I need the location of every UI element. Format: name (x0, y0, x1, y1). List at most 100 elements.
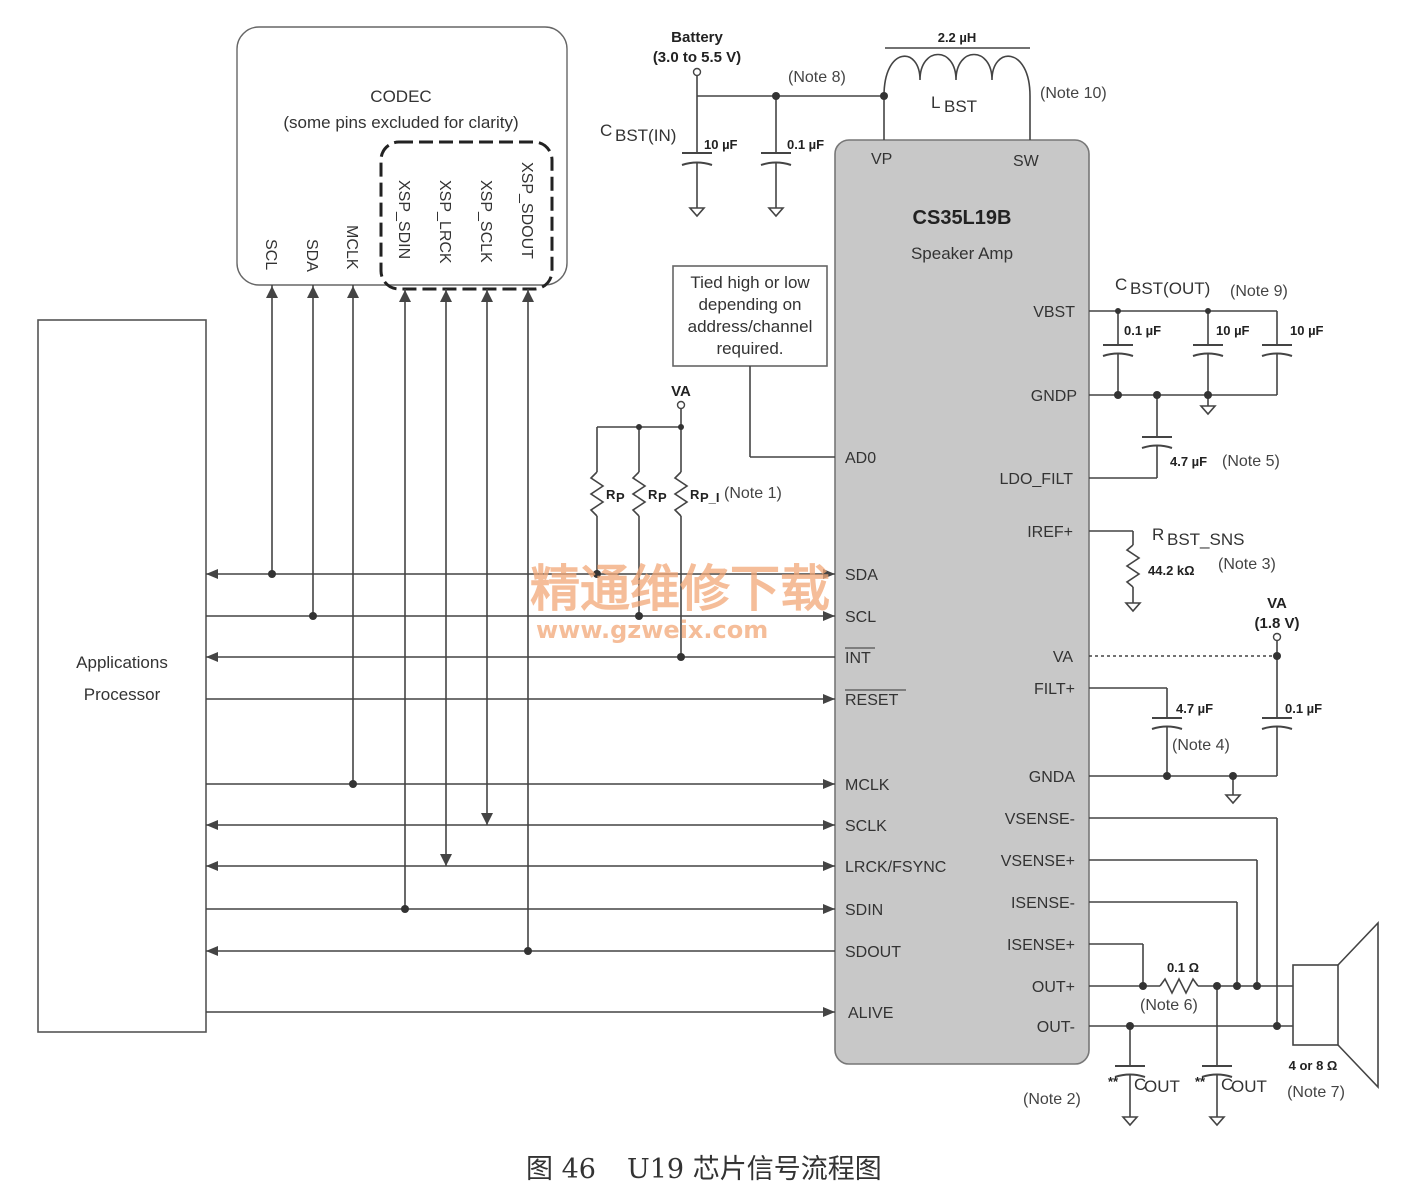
tied-box-line4: required. (716, 339, 783, 358)
amp-pin-filt: FILT+ (1034, 681, 1075, 698)
codec-serial-port-group (379, 140, 554, 291)
watermark-cn: 精通维修下载 (530, 560, 830, 618)
amp-pin-isense-plus: ISENSE+ (1007, 937, 1075, 954)
sense-resistor-value: 0.1 Ω (1167, 960, 1199, 975)
rbst-value: 44.2 kΩ (1148, 563, 1195, 578)
watermark-url: www.gzweix.com (536, 616, 768, 644)
junction-dots (268, 92, 1281, 1030)
pullup-r3-sub: P_I (700, 490, 720, 505)
pullup-r2-label: R (648, 487, 658, 502)
codec-pin-xsp-sdin: XSP_SDIN (395, 180, 412, 259)
caption-title: U19 芯片信号流程图 (627, 1154, 882, 1185)
cbst-out-subscript: BST(OUT) (1130, 279, 1210, 298)
rbst-name: R (1152, 525, 1164, 544)
wires (37, 26, 1379, 1127)
speaker-amp-block (834, 139, 1090, 1065)
inductor-name: L (931, 93, 940, 112)
codec-pin-xsp-lrck: XSP_LRCK (436, 180, 453, 264)
amp-pin-scl: SCL (845, 609, 876, 626)
amp-pin-out-plus: OUT+ (1032, 979, 1075, 996)
codec-pin-sda: SDA (303, 239, 320, 272)
amp-pin-mclk: MCLK (845, 777, 890, 794)
codec-subtitle: (some pins excluded for clarity) (283, 113, 518, 132)
codec-pin-scl: SCL (262, 239, 279, 270)
ap-label-line1: Applications (76, 653, 168, 672)
codec-block (236, 26, 568, 286)
power-terminals (676, 67, 1282, 642)
ap-label-line2: Processor (84, 685, 161, 704)
note-3: (Note 3) (1218, 556, 1276, 573)
codec-pin-xsp-sdout: XSP_SDOUT (518, 162, 535, 259)
cout2-marks: ** (1195, 1074, 1206, 1089)
cbst-out-c3-value: 10 µF (1290, 323, 1324, 338)
caption-figure-number: 图 46 (526, 1154, 596, 1185)
cout2-name: C (1221, 1075, 1233, 1094)
amp-pin-vsense-plus: VSENSE+ (1001, 853, 1075, 870)
note-4: (Note 4) (1172, 737, 1230, 754)
cbst-in-c2-value: 0.1 µF (787, 137, 824, 152)
note-8: (Note 8) (788, 69, 846, 86)
note-6: (Note 6) (1140, 997, 1198, 1014)
rbst-subscript: BST_SNS (1167, 530, 1244, 549)
amp-pin-lrck-fsync: LRCK/FSYNC (845, 859, 946, 876)
applications-processor-block (37, 319, 207, 1033)
amp-pin-ad0: AD0 (845, 450, 876, 467)
cbst-out-c1-value: 0.1 µF (1124, 323, 1161, 338)
amp-pin-sclk: SCLK (845, 818, 887, 835)
filt-c2-value: 0.1 µF (1285, 701, 1322, 716)
pullup-r3-label: R (690, 487, 700, 502)
pullup-r1-label: R (606, 487, 616, 502)
amp-pin-alive: ALIVE (848, 1005, 893, 1022)
tied-box-line1: Tied high or low (690, 273, 810, 292)
note-1: (Note 1) (724, 485, 782, 502)
amp-pin-int: INT (845, 650, 871, 667)
note-5: (Note 5) (1222, 453, 1280, 470)
cbst-out-c2-value: 10 µF (1216, 323, 1250, 338)
note-7: (Note 7) (1287, 1084, 1345, 1101)
amp-pin-sw: SW (1013, 153, 1040, 170)
amp-pin-iref: IREF+ (1027, 524, 1073, 541)
battery-range: (3.0 to 5.5 V) (653, 49, 741, 66)
tied-box-line2: depending on (698, 295, 801, 314)
cbst-in-c1-value: 10 µF (704, 137, 738, 152)
amp-pin-sda: SDA (845, 567, 878, 584)
battery-label: Battery (671, 29, 723, 46)
amp-pin-va: VA (1053, 649, 1073, 666)
amp-pin-gnda: GNDA (1029, 769, 1076, 786)
note-2: (Note 2) (1023, 1091, 1081, 1108)
amp-pin-reset: RESET (845, 692, 899, 709)
ldo-cap-value: 4.7 µF (1170, 454, 1207, 469)
cout2-sub: OUT (1231, 1077, 1267, 1096)
amp-part-number: CS35L19B (913, 207, 1012, 229)
amp-pin-out-minus: OUT- (1037, 1019, 1075, 1036)
inductor-subscript: BST (944, 97, 977, 116)
tied-box-line3: address/channel (688, 317, 813, 336)
codec-pin-xsp-sclk: XSP_SCLK (477, 180, 494, 263)
amp-description: Speaker Amp (911, 244, 1013, 263)
va-right-label: VA (1267, 595, 1287, 612)
amp-pin-sdin: SDIN (845, 902, 883, 919)
filt-c1-value: 4.7 µF (1176, 701, 1213, 716)
amp-pin-ldo-filt: LDO_FILT (1000, 471, 1074, 488)
cout1-name: C (1134, 1075, 1146, 1094)
codec-title: CODEC (370, 87, 431, 106)
cbst-in-subscript: BST(IN) (615, 126, 676, 145)
amp-pin-vsense-minus: VSENSE- (1005, 811, 1075, 828)
va-right-volt: (1.8 V) (1254, 615, 1299, 632)
cbst-in-name: C (600, 121, 612, 140)
speaker-impedance: 4 or 8 Ω (1289, 1058, 1338, 1073)
cout1-marks: ** (1108, 1074, 1119, 1089)
cbst-out-name: C (1115, 275, 1127, 294)
amp-pin-sdout: SDOUT (845, 944, 901, 961)
pullup-r2-sub: P (658, 490, 667, 505)
note-9: (Note 9) (1230, 283, 1288, 300)
amp-pin-gndp: GNDP (1031, 388, 1077, 405)
codec-pin-mclk: MCLK (343, 225, 360, 270)
amp-pin-vp: VP (871, 151, 892, 168)
amp-pin-vbst: VBST (1033, 304, 1075, 321)
va-top-label: VA (671, 383, 691, 400)
pullup-r1-sub: P (616, 490, 625, 505)
inductor-value: 2.2 µH (938, 30, 977, 45)
